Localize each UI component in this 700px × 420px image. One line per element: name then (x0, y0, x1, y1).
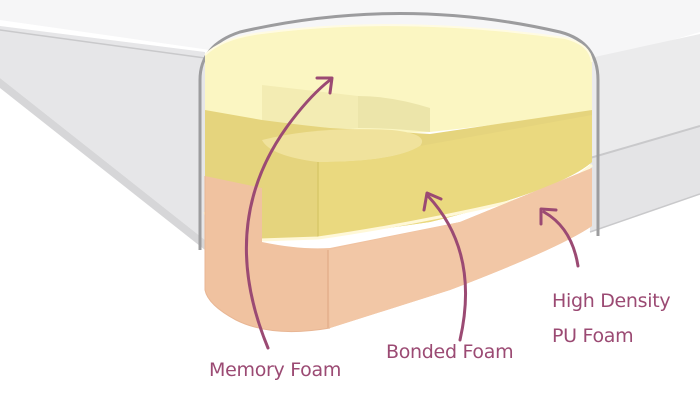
memory-foam-arrow (245, 76, 334, 350)
bonded-foam-label: Bonded Foam (386, 341, 513, 363)
hd-foam-label-line1: High Density (552, 290, 670, 312)
hd-foam-arrow (539, 207, 580, 268)
bonded-foam-arrow (422, 191, 467, 342)
mattress-cover (0, 12, 700, 250)
memory-foam-label: Memory Foam (209, 359, 341, 381)
hd-foam-label-line2: PU Foam (552, 325, 633, 347)
